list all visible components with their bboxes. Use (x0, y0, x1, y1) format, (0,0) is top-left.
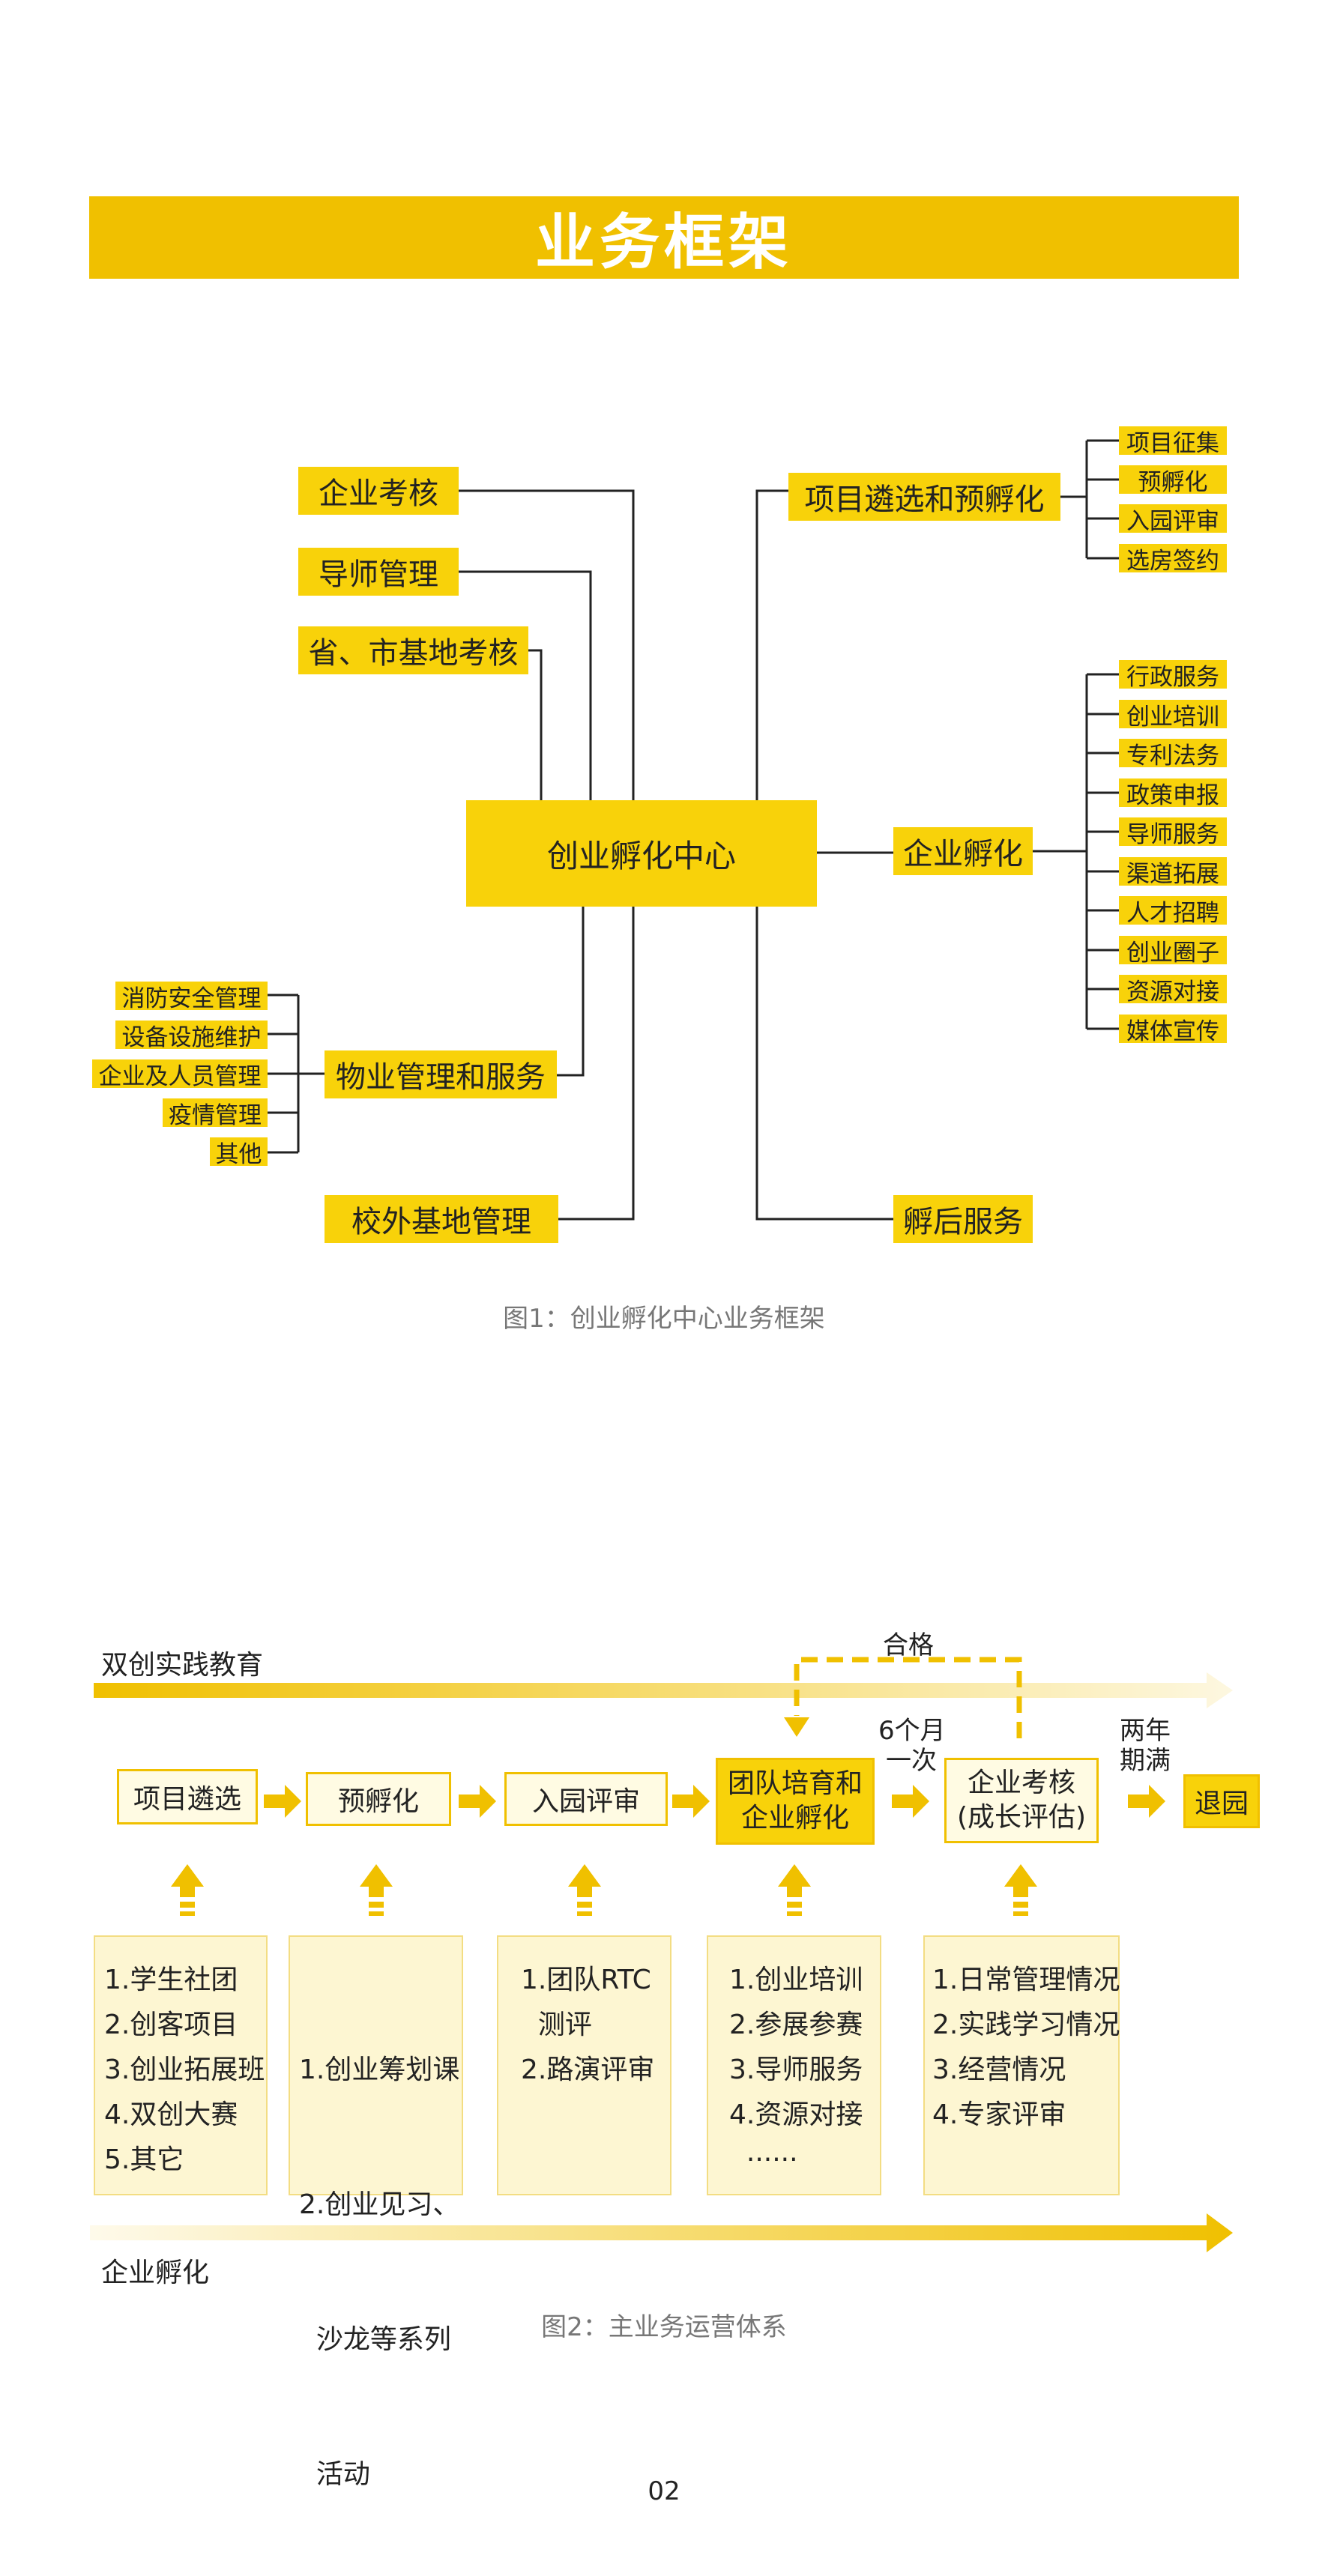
fig2-stage-project-selection: 项目遴选 (117, 1769, 258, 1824)
fig2-two-years-label: 期满 (1120, 1746, 1171, 1776)
fig2-caption: 图2：主业务运营体系 (541, 2312, 787, 2342)
fig2-detail-team-incubation: 1.创业培训 2.参展参赛 3.导师服务 4.资源对接 ······ (707, 1935, 881, 2195)
detail-line: 1.创业培训 (729, 1965, 863, 1995)
fig1-node-offsite-base: 校外基地管理 (325, 1195, 558, 1243)
fig1-project-item: 选房签约 (1119, 544, 1227, 575)
detail-line: 活动 (299, 2459, 370, 2490)
detail-line: 4.双创大赛 (104, 2099, 238, 2130)
fig2-stage-enterprise-assessment-line: 企业考核 (967, 1768, 1075, 1798)
fig1-project-item: 预孵化 (1119, 465, 1227, 496)
fig2-stage-pre-incubation: 预孵化 (306, 1772, 451, 1826)
fig2-qualified-label: 合格 (883, 1630, 934, 1660)
detail-line: 1.创业筹划课 (299, 2055, 460, 2085)
detail-line: 3.创业拓展班 (104, 2055, 265, 2085)
fig2-top-band-label: 双创实践教育 (101, 1650, 264, 1681)
fig2-detail-pre-incubation: 1.创业筹划课 2.创业见习、 沙龙等系列 活动 (289, 1935, 463, 2490)
fig1-property-item: 企业及人员管理 (92, 1059, 268, 1090)
fig2-stage-team-incubation: 团队培育和 企业孵化 (716, 1758, 875, 1845)
fig2-stage-enterprise-assessment: 企业考核 (成长评估) (944, 1758, 1099, 1843)
fig2-top-band-arrow (94, 1672, 1233, 1708)
fig2-detail-enterprise-assessment: 1.日常管理情况 2.实践学习情况 3.经营情况 4.专家评审 (923, 1935, 1120, 2195)
fig2-six-months-label: 一次 (886, 1746, 937, 1776)
fig1-node-enterprise-assessment: 企业考核 (298, 467, 459, 515)
fig1-incubation-item: 导师服务 (1119, 817, 1227, 848)
fig1-node-incubation: 企业孵化 (893, 827, 1033, 875)
fig1-caption: 图1：创业孵化中心业务框架 (503, 1304, 825, 1334)
fig1-node-base-assessment: 省、市基地考核 (298, 626, 528, 674)
fig1-node-post-incubation: 孵后服务 (893, 1195, 1033, 1243)
fig2-qualified-arrowhead (784, 1717, 809, 1737)
fig2-stage-team-incubation-line: 企业孵化 (740, 1803, 849, 1833)
fig1-node-mentor-management: 导师管理 (298, 548, 459, 596)
detail-line: 2.创客项目 (104, 2010, 238, 2040)
fig1-center-node: 创业孵化中心 (466, 800, 817, 907)
fig1-property-item: 其他 (210, 1137, 268, 1168)
fig1-project-item: 项目征集 (1119, 426, 1227, 457)
detail-line: 3.经营情况 (932, 2055, 1066, 2085)
fig1-node-property-management: 物业管理和服务 (325, 1050, 557, 1098)
fig2-stage-exit: 退园 (1183, 1774, 1260, 1828)
detail-line: 2.创业见习、 (299, 2189, 460, 2220)
fig2-stage-team-incubation-line: 团队培育和 (727, 1768, 863, 1799)
detail-line: 测评 (521, 2010, 592, 2040)
fig1-incubation-item: 渠道拓展 (1119, 857, 1227, 888)
fig1-project-item: 入园评审 (1119, 504, 1227, 535)
detail-line: ······ (729, 2144, 798, 2175)
fig2-detail-project-selection: 1.学生社团 2.创客项目 3.创业拓展班 4.双创大赛 5.其它 (94, 1935, 268, 2195)
fig1-node-project-selection: 项目遴选和预孵化 (788, 473, 1060, 521)
fig2-up-arrows (171, 1864, 1037, 1916)
fig1-property-item: 消防安全管理 (115, 982, 268, 1012)
fig1-incubation-item: 行政服务 (1119, 660, 1227, 691)
fig1-property-item: 设备设施维护 (115, 1021, 268, 1051)
fig1-property-item: 疫情管理 (163, 1098, 268, 1129)
detail-line: 2.实践学习情况 (932, 2010, 1120, 2040)
detail-line: 4.专家评审 (932, 2099, 1066, 2130)
fig2-stage-admission-review: 入园评审 (504, 1772, 668, 1826)
detail-line: 2.路演评审 (521, 2055, 655, 2085)
fig1-incubation-item: 创业圈子 (1119, 936, 1227, 967)
fig1-incubation-item: 政策申报 (1119, 778, 1227, 809)
page-banner-title: 业务框架 (89, 196, 1239, 279)
detail-line: 沙龙等系列 (299, 2324, 451, 2355)
fig1-incubation-item: 专利法务 (1119, 739, 1227, 770)
fig2-two-years-label: 两年 (1120, 1716, 1171, 1746)
detail-line: 1.团队RTC (521, 1965, 651, 1995)
fig2-bottom-band-label: 企业孵化 (101, 2258, 210, 2288)
detail-line: 1.日常管理情况 (932, 1965, 1120, 1995)
fig2-stage-enterprise-assessment-line: (成长评估) (956, 1802, 1087, 1833)
detail-line: 2.参展参赛 (729, 2010, 863, 2040)
fig2-bottom-band-arrow (90, 2213, 1233, 2252)
fig1-incubation-item: 人才招聘 (1119, 896, 1227, 927)
fig2-six-months-label: 6个月 (878, 1716, 946, 1746)
fig2-detail-admission-review: 1.团队RTC 测评 2.路演评审 (497, 1935, 671, 2195)
detail-line: 5.其它 (104, 2144, 184, 2175)
fig1-incubation-item: 资源对接 (1119, 975, 1227, 1006)
fig1-incubation-item: 媒体宣传 (1119, 1015, 1227, 1045)
detail-line: 1.学生社团 (104, 1965, 238, 1995)
fig1-incubation-item: 创业培训 (1119, 700, 1227, 731)
detail-line: 3.导师服务 (729, 2055, 863, 2085)
page-number: 02 (648, 2476, 680, 2506)
detail-line: 4.资源对接 (729, 2099, 863, 2130)
